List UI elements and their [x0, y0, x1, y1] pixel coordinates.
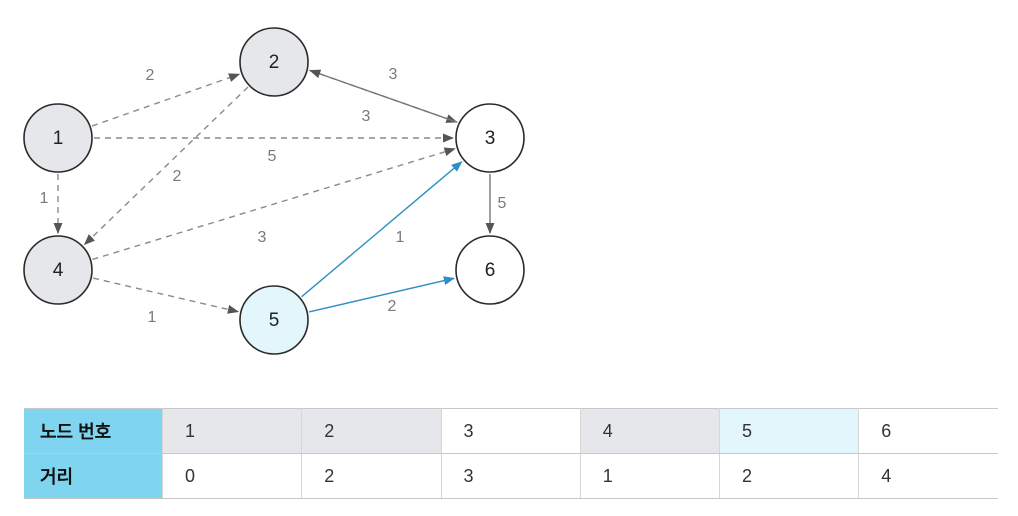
node-number-cell: 5 [719, 408, 860, 454]
distance-table: 노드 번호 1 2 3 4 5 6 거리 0 2 3 1 2 4 [24, 408, 998, 499]
distance-cell: 0 [162, 453, 303, 499]
node-number-cell: 2 [301, 408, 442, 454]
distance-row: 거리 0 2 3 1 2 4 [24, 453, 998, 499]
edge-weight-5-3: 1 [396, 229, 405, 246]
node-circle [239, 27, 309, 97]
edge-weight-2-3: 3 [389, 66, 398, 83]
node-label: 2 [269, 52, 280, 73]
edge-5-3 [301, 161, 463, 298]
node-circle [23, 235, 93, 305]
edge-weight-3-6: 5 [498, 195, 507, 212]
edge-weight-1-2: 2 [146, 67, 155, 84]
edge-weight-2-4: 2 [173, 168, 182, 185]
node-label: 5 [269, 310, 280, 331]
node-number-row: 노드 번호 1 2 3 4 5 6 [24, 408, 998, 454]
edge-5-6 [308, 276, 456, 313]
node-2: 2 [239, 27, 309, 97]
node-circle [455, 235, 525, 305]
edge-4-5 [92, 277, 240, 314]
distance-cell: 3 [441, 453, 581, 499]
row-header-node-number: 노드 번호 [24, 408, 163, 454]
distance-cell: 1 [580, 453, 721, 499]
edge-weight-1-3: 5 [268, 148, 277, 165]
node-3: 3 [455, 103, 525, 173]
node-6: 6 [455, 235, 525, 305]
node-label: 1 [53, 128, 64, 149]
node-1: 1 [23, 103, 93, 173]
node-circle [239, 285, 309, 355]
edge-weight-4-5: 1 [148, 309, 157, 326]
edge-weight-5-6: 2 [388, 298, 397, 315]
row-header-distance: 거리 [24, 453, 163, 499]
graph-diagram: 2 5 1 3 2 3 5 3 1 1 2 1 2 3 4 5 6 [23, 27, 525, 355]
distance-cell: 4 [858, 453, 998, 499]
distance-cell: 2 [301, 453, 442, 499]
node-label: 4 [53, 260, 64, 281]
distance-cell: 2 [719, 453, 860, 499]
node-number-cell: 3 [441, 408, 581, 454]
node-circle [455, 103, 525, 173]
node-number-cell: 6 [858, 408, 998, 454]
edge-weight-4-3: 3 [258, 229, 267, 246]
edge-weight-1-4: 1 [40, 190, 49, 207]
node-5: 5 [239, 285, 309, 355]
edge-4-3 [92, 147, 456, 261]
node-number-cell: 1 [162, 408, 303, 454]
node-number-cell: 4 [580, 408, 721, 454]
node-label: 6 [485, 260, 496, 281]
edge-3-2 [309, 69, 458, 123]
edge-2-4 [83, 86, 249, 246]
node-label: 3 [485, 128, 496, 149]
node-4: 4 [23, 235, 93, 305]
edge-1-2 [91, 73, 241, 127]
node-circle [23, 103, 93, 173]
edge-weight-3-2: 3 [362, 108, 371, 125]
